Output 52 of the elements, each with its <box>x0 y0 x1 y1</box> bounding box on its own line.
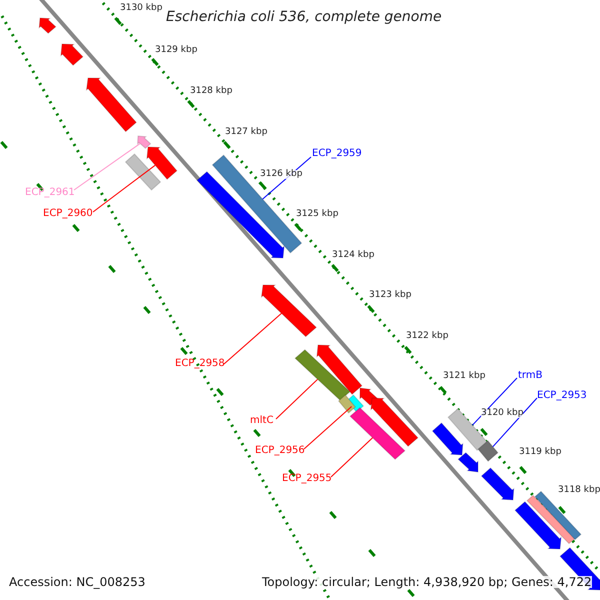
gene-bar <box>260 284 318 338</box>
gene-label: ECP_2958 <box>175 359 225 369</box>
gene-bar <box>86 78 137 132</box>
scale-label: 3118 kbp <box>558 486 600 495</box>
gene-label: ECP_2961 <box>25 188 75 198</box>
info-text: Accession: NC_008253 <box>9 576 146 588</box>
leader-line <box>472 378 518 426</box>
gene-bar <box>349 407 406 460</box>
gene-bar <box>316 344 363 395</box>
gene-bar <box>480 467 514 501</box>
gene-label: ECP_2960 <box>43 209 93 219</box>
leader-line <box>92 164 156 212</box>
scale-label: 3128 kbp <box>190 87 232 96</box>
scale-label: 3121 kbp <box>443 372 486 381</box>
scale-label: 3125 kbp <box>296 210 338 219</box>
map-title: Escherichia coli 536, complete genome <box>166 10 442 24</box>
gene-label: ECP_2953 <box>537 391 587 401</box>
gene-bar <box>534 490 582 540</box>
gene-bar <box>294 349 351 401</box>
info-text: Topology: circular; Length: 4,938,920 bp; Genes: 4,722 <box>262 576 592 588</box>
scale-label: 3126 kbp <box>260 170 302 179</box>
gene-bar <box>457 452 478 473</box>
gene-bar <box>38 17 57 34</box>
gene-label: trmB <box>518 371 542 381</box>
leader-line <box>492 398 538 448</box>
gene-bar <box>60 43 84 66</box>
gene-bar <box>432 422 464 456</box>
gene-bar <box>196 171 285 259</box>
leader-line <box>224 312 282 364</box>
gene-label: mltC <box>250 416 274 426</box>
scale-label: 3122 kbp <box>406 332 448 341</box>
scale-label: 3127 kbp <box>225 128 268 137</box>
gene-bar <box>124 153 162 191</box>
scale-label: 3124 kbp <box>332 251 374 260</box>
gene-label: ECP_2956 <box>255 446 305 456</box>
scale-label: 3129 kbp <box>155 46 198 55</box>
scale-label: 3120 kbp <box>481 409 524 418</box>
scale-label: 3130 kbp <box>120 4 162 13</box>
gene-label: ECP_2955 <box>282 474 332 484</box>
gene-bar <box>338 394 356 414</box>
scale-label: 3119 kbp <box>519 448 562 457</box>
leader-line <box>304 406 352 450</box>
leader-line <box>276 378 318 420</box>
gene-bar <box>370 397 419 447</box>
gene-bar <box>514 501 562 550</box>
gene-bar <box>146 146 178 180</box>
scale-label: 3123 kbp <box>369 291 412 300</box>
gene-label: ECP_2959 <box>312 149 362 159</box>
gene-bar <box>477 440 499 462</box>
leader-line <box>330 437 374 478</box>
gene-bar <box>137 135 152 149</box>
leader-line <box>74 142 141 190</box>
